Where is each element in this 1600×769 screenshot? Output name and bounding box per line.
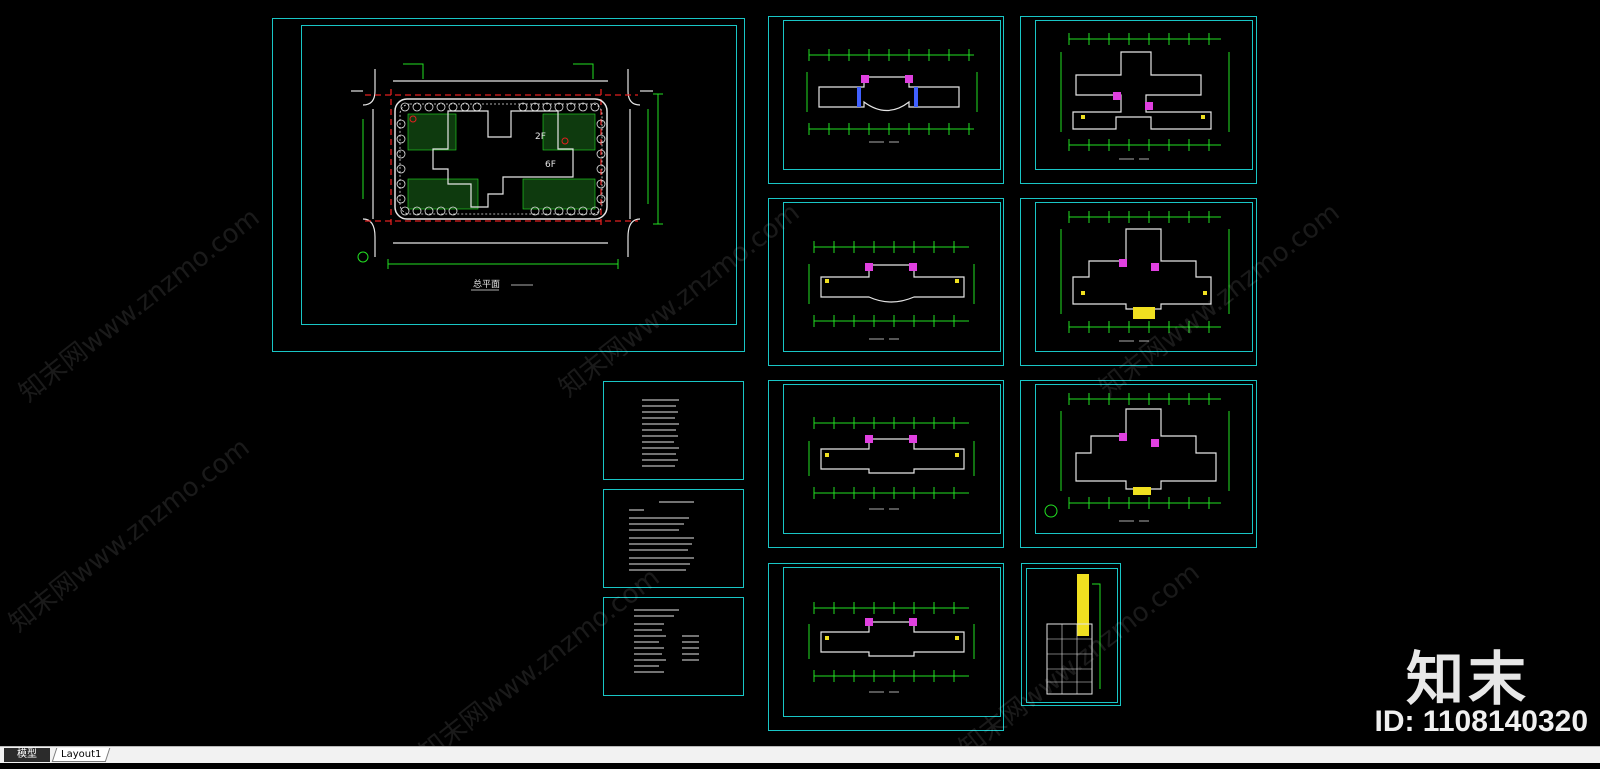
floor-label-6f: 6F: [545, 160, 556, 170]
sheet-drawing-index[interactable]: [603, 381, 744, 480]
floor-plan-drawing: [808, 241, 975, 340]
sheet-inner-frame: [1026, 568, 1118, 703]
sheet-inner-frame: [301, 25, 737, 325]
sheet-floor-plan-b3[interactable]: [1020, 380, 1257, 548]
sheet-floor-plan-b1[interactable]: [1020, 16, 1257, 184]
floor-plan-drawing: [806, 49, 978, 143]
floor-plan-drawing: [1060, 33, 1230, 160]
tab-layout1[interactable]: Layout1: [51, 748, 111, 762]
text-block: [634, 609, 699, 673]
tab-model[interactable]: 模型: [4, 748, 50, 762]
sheet-inner-frame: [783, 202, 1001, 352]
sheet-inner-frame: [1035, 20, 1253, 170]
sheet-specifications[interactable]: [603, 597, 744, 696]
watermark-text: 知末网www.znzmo.com: [13, 202, 266, 409]
watermark-text: 知末网www.znzmo.com: [3, 432, 256, 639]
floor-plan-drawing: [808, 417, 975, 510]
sheet-inner-frame: [783, 20, 1001, 170]
sheet-floor-plan-a3[interactable]: [768, 380, 1004, 548]
brand-logo: 知末: [1405, 645, 1530, 713]
sheet-floor-plan-b2[interactable]: [1020, 198, 1257, 366]
floor-plan-drawing: [1060, 211, 1230, 342]
floor-plan-drawing: [1044, 393, 1230, 522]
text-block: [629, 501, 694, 571]
sheet-site-plan[interactable]: 2F 6F: [272, 18, 745, 352]
sheet-inner-frame: [783, 384, 1001, 534]
asset-id-label: ID: 1108140320: [1374, 705, 1588, 738]
sheet-inner-frame: [783, 567, 1001, 717]
layout-tab-bar: 模型 Layout1: [0, 746, 1600, 763]
sheet-elevation-section[interactable]: [1021, 563, 1121, 706]
sheet-floor-plan-a1[interactable]: [768, 16, 1004, 184]
section-drawing: [1046, 574, 1101, 695]
text-block: [642, 399, 679, 467]
sheet-design-notes[interactable]: [603, 489, 744, 588]
site-plan-drawing: 2F 6F: [351, 63, 663, 291]
floor-label-2f: 2F: [535, 132, 546, 142]
sheet-floor-plan-a2[interactable]: [768, 198, 1004, 366]
site-plan-title: 总平面: [473, 278, 500, 290]
floor-plan-drawing: [808, 602, 975, 693]
sheet-inner-frame: [1035, 202, 1253, 352]
sheet-floor-plan-a4[interactable]: [768, 563, 1004, 731]
sheet-inner-frame: [1035, 384, 1253, 534]
tab-layout1-label: Layout1: [60, 749, 102, 760]
